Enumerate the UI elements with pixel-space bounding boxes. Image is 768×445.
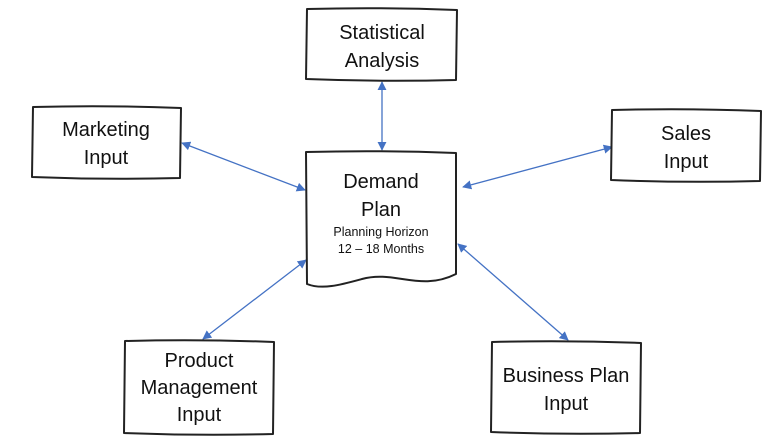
demand-plan-box: Demand Plan Planning Horizon 12 – 18 Mon… [305,150,457,288]
connector-arrows [181,81,613,341]
sales-input-line2: Input [664,151,709,173]
product-management-line1: Product [165,350,234,372]
business-plan-line2: Input [544,393,589,415]
statistical-analysis-line1: Statistical [339,22,425,44]
product-management-line2: Management [141,377,258,399]
demand-plan-subtitle-line1: Planning Horizon [333,225,428,239]
marketing-input-line2: Input [84,147,129,169]
statistical-analysis-line2: Analysis [345,50,419,72]
business-plan-input-box: Business Plan Input [490,340,642,435]
arrow-product-to-demand [202,259,307,340]
marketing-input-line1: Marketing [62,119,150,141]
demand-plan-title-line1: Demand [343,171,419,193]
demand-plan-title-line2: Plan [361,199,401,221]
arrow-sales-to-demand [462,144,613,190]
product-management-input-box: Product Management Input [123,339,275,436]
product-management-line3: Input [177,404,222,426]
sales-input-box: Sales Input [610,108,762,183]
statistical-analysis-box: Statistical Analysis [305,7,458,82]
demand-plan-subtitle-line2: 12 – 18 Months [338,242,424,256]
arrow-business-to-demand [457,243,569,341]
sales-input-line1: Sales [661,123,711,145]
business-plan-line1: Business Plan [503,365,630,387]
arrow-marketing-to-demand [181,141,306,192]
marketing-input-box: Marketing Input [31,105,182,180]
